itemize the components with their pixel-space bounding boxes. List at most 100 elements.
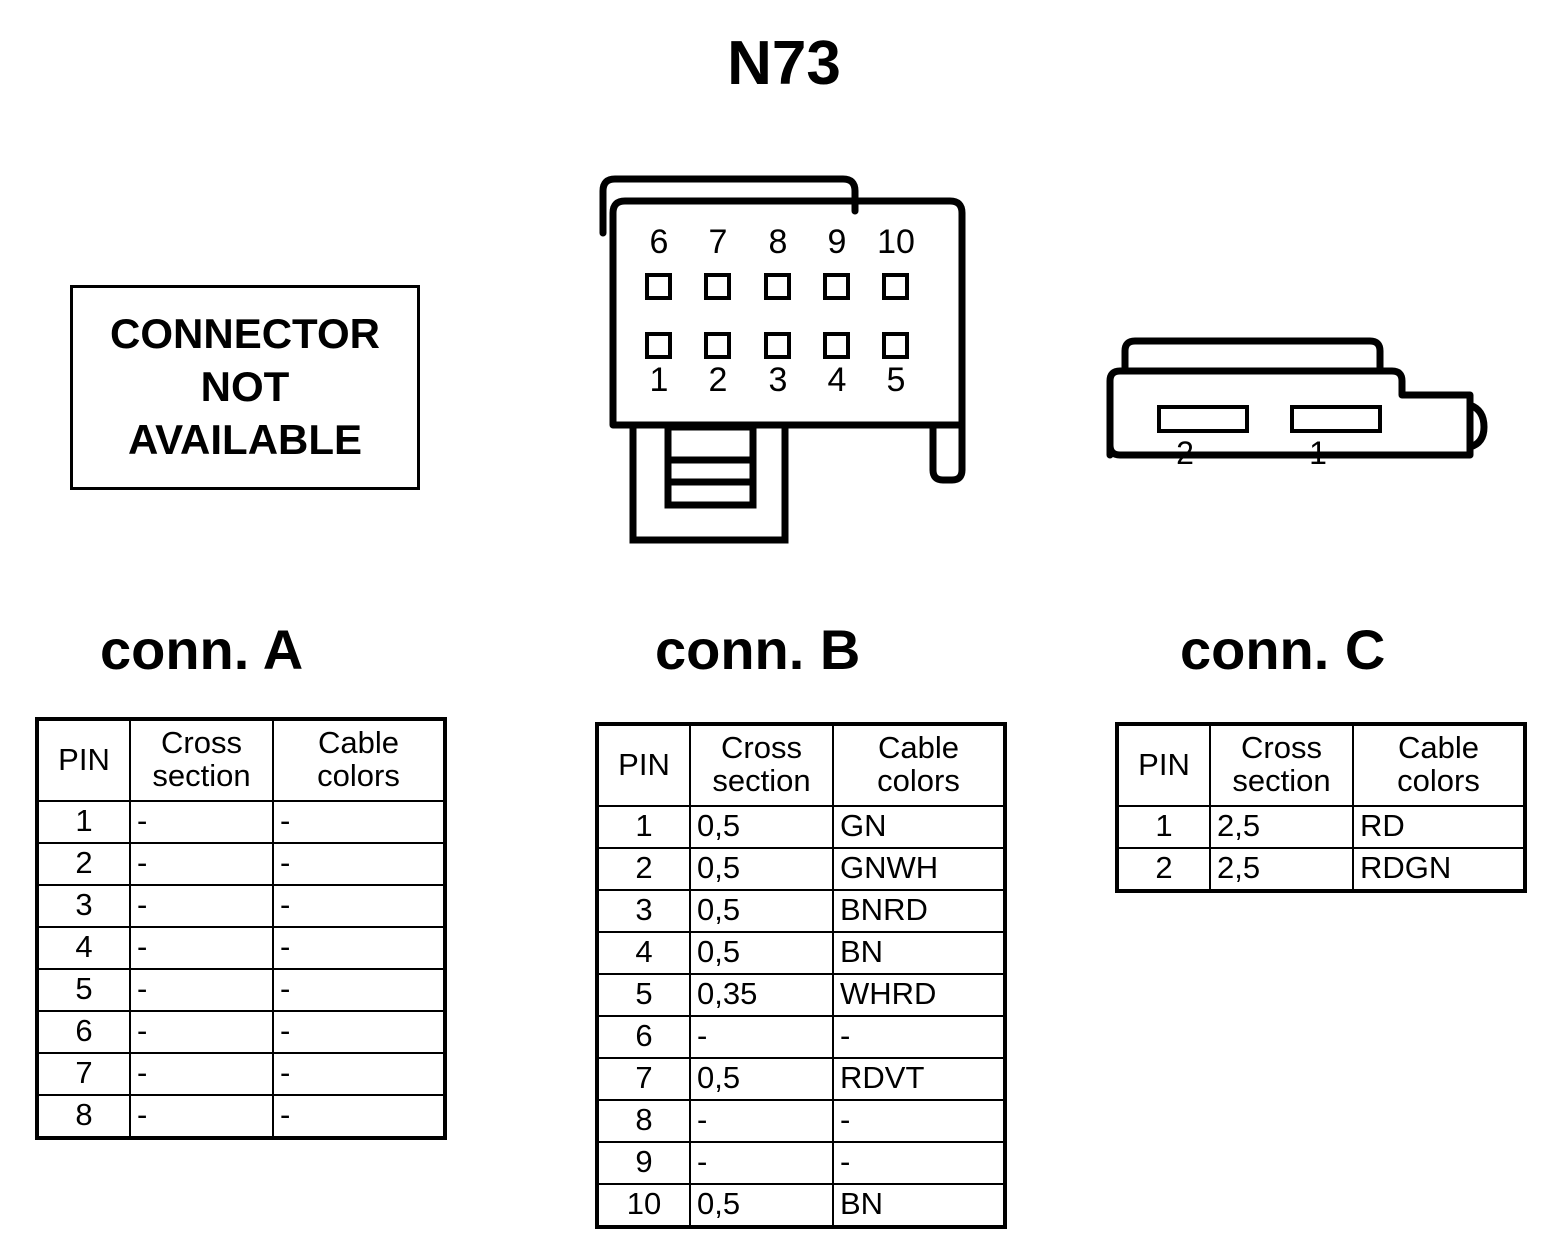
- connector-a-heading: conn. A: [100, 618, 304, 681]
- connector-a-table-body: 1--2--3--4--5--6--7--8--: [36, 799, 446, 1139]
- connector-b-pin-label-1: 1: [649, 361, 669, 399]
- connector-b-cavity-4: [823, 332, 850, 359]
- cell-pin: 2: [36, 841, 131, 886]
- cell-cable-colors: BN: [832, 1182, 1006, 1228]
- column-header-pin: PIN: [596, 723, 691, 807]
- cell-pin: 7: [596, 1056, 691, 1101]
- cell-pin: 5: [596, 972, 691, 1017]
- table-row: 7--: [36, 1051, 446, 1096]
- header-text-cross: Cross: [721, 730, 802, 765]
- cell-cable-colors: -: [272, 841, 446, 886]
- connector-b-pin-label-4: 4: [827, 361, 847, 399]
- cell-cable-colors: -: [272, 925, 446, 970]
- header-text-section: section: [1232, 763, 1331, 799]
- header-text-section: section: [712, 763, 811, 799]
- cell-cross-section: 0,35: [689, 972, 834, 1017]
- connector-not-available-box: CONNECTOR NOT AVAILABLE: [70, 285, 420, 490]
- cell-cross-section: 2,5: [1209, 804, 1354, 849]
- header-text-cable: Cable: [318, 725, 399, 760]
- header-text-pin: PIN: [618, 746, 670, 782]
- cell-cable-colors: WHRD: [832, 972, 1006, 1017]
- connector-b-pin-label-8: 8: [768, 223, 788, 261]
- table-row: 8--: [36, 1093, 446, 1139]
- cell-cable-colors: -: [272, 1093, 446, 1139]
- header-text-cable: Cable: [1398, 730, 1479, 765]
- connector-b-diagram: 6 7 8 9 10 1 2 3 4 5: [595, 165, 990, 550]
- cell-cross-section: -: [129, 799, 274, 844]
- cell-cable-colors: -: [832, 1014, 1006, 1059]
- cell-cable-colors: -: [832, 1140, 1006, 1185]
- table-row: 3--: [36, 883, 446, 928]
- cell-cross-section: 0,5: [689, 846, 834, 891]
- connector-b-cavity-8: [764, 273, 791, 300]
- header-text-cable: Cable: [878, 730, 959, 765]
- cell-cross-section: -: [689, 1098, 834, 1143]
- connector-b-heading: conn. B: [655, 618, 861, 681]
- cell-cross-section: -: [129, 967, 274, 1012]
- cell-pin: 6: [596, 1014, 691, 1059]
- table-row: 8--: [596, 1098, 1006, 1143]
- not-available-line-1: CONNECTOR: [110, 310, 380, 358]
- cell-cable-colors: BNRD: [832, 888, 1006, 933]
- connector-b-pin-label-9: 9: [827, 223, 847, 261]
- header-text-colors: colors: [1397, 763, 1480, 799]
- cell-pin: 2: [596, 846, 691, 891]
- cell-pin: 1: [36, 799, 131, 844]
- connector-b-cavity-3: [764, 332, 791, 359]
- header-text-section: section: [152, 758, 251, 794]
- connector-b-pin-label-3: 3: [768, 361, 788, 399]
- header-text-cross: Cross: [1241, 730, 1322, 765]
- cell-cable-colors: -: [272, 883, 446, 928]
- connector-c-pin-label-2: 2: [1176, 435, 1194, 471]
- cell-cross-section: 0,5: [689, 888, 834, 933]
- connector-c-heading: conn. C: [1180, 618, 1386, 681]
- connector-b-pin-label-7: 7: [708, 223, 728, 261]
- cell-cross-section: -: [129, 1009, 274, 1054]
- cell-cross-section: -: [129, 1051, 274, 1096]
- connector-b-pin-label-6: 6: [649, 223, 669, 261]
- cell-pin: 8: [36, 1093, 131, 1139]
- cell-cable-colors: -: [832, 1098, 1006, 1143]
- cell-cable-colors: -: [272, 1009, 446, 1054]
- cell-cross-section: -: [129, 883, 274, 928]
- cell-pin: 10: [596, 1182, 691, 1228]
- connector-b-pin-label-10: 10: [877, 223, 915, 261]
- cell-cross-section: -: [689, 1140, 834, 1185]
- cell-cable-colors: BN: [832, 930, 1006, 975]
- cell-cable-colors: -: [272, 967, 446, 1012]
- cell-cross-section: 0,5: [689, 1182, 834, 1228]
- connector-c-diagram: 2 1: [1100, 315, 1500, 471]
- header-text-cross: Cross: [161, 725, 242, 760]
- connector-b-pin-label-5: 5: [886, 361, 906, 399]
- table-row: 1--: [36, 799, 446, 844]
- cell-pin: 3: [596, 888, 691, 933]
- cell-cable-colors: GN: [832, 804, 1006, 849]
- column-header-pin: PIN: [1116, 723, 1211, 807]
- cell-pin: 2: [1116, 846, 1211, 892]
- header-text-colors: colors: [317, 758, 400, 794]
- cell-cable-colors: RDGN: [1352, 846, 1526, 892]
- cell-cable-colors: RD: [1352, 804, 1526, 849]
- cell-pin: 6: [36, 1009, 131, 1054]
- cell-pin: 8: [596, 1098, 691, 1143]
- cell-pin: 1: [596, 804, 691, 849]
